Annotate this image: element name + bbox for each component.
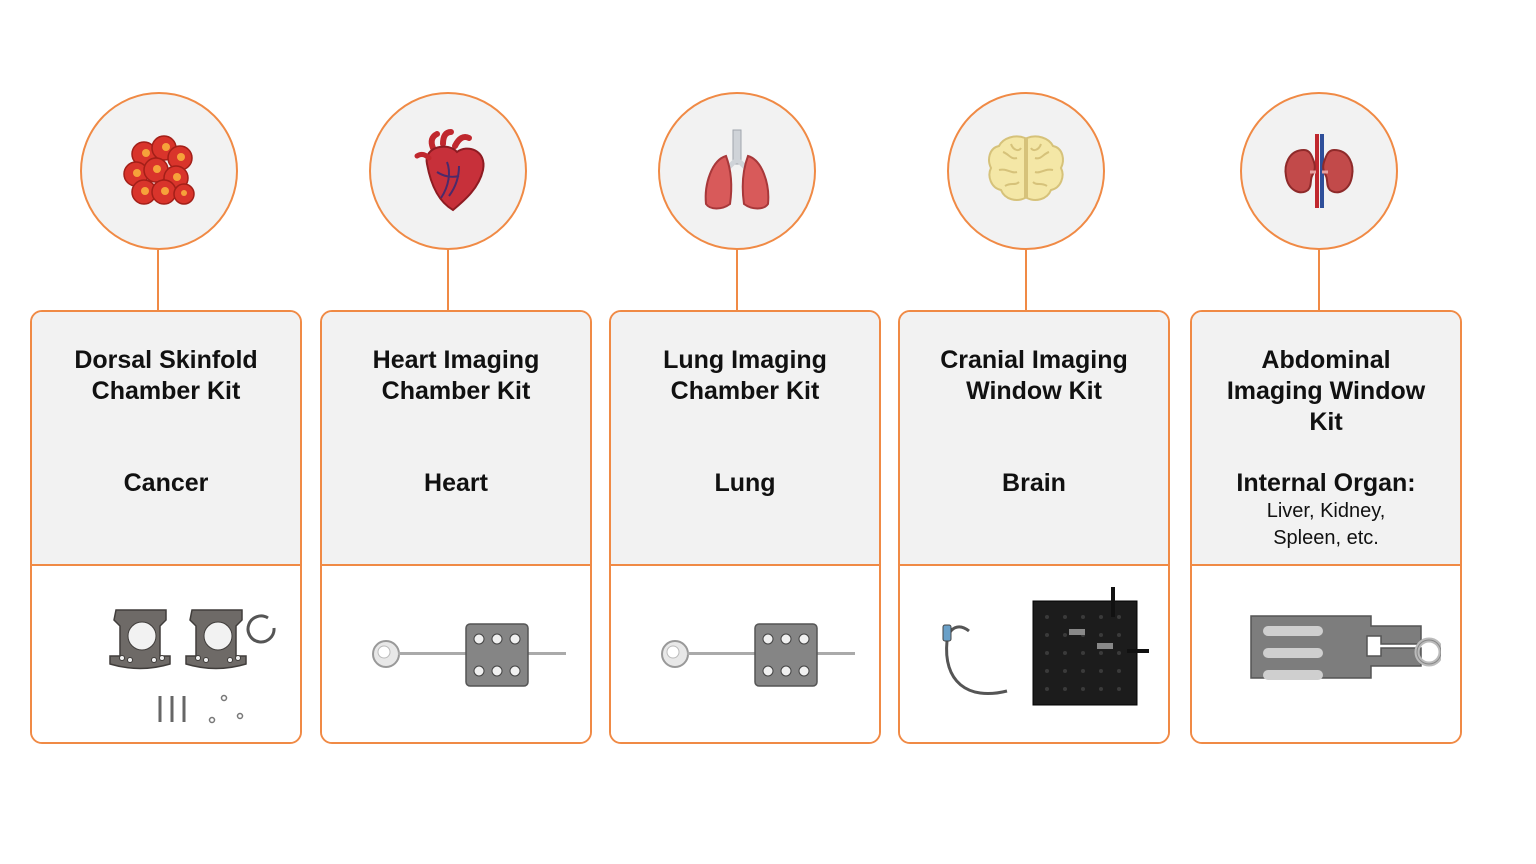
kit-info-panel: Dorsal Skinfold Chamber Kit Cancer	[32, 312, 300, 566]
abdominal-window-hardware-image	[1250, 615, 1441, 680]
kit-card-dorsal: Dorsal Skinfold Chamber Kit Cancer	[30, 310, 302, 744]
kit-category: Cancer	[123, 469, 209, 497]
kit-info-panel: Lung Imaging Chamber Kit Lung	[611, 312, 879, 566]
brain-icon	[988, 135, 1064, 201]
lungs-icon	[704, 129, 770, 210]
kit-product-image	[900, 566, 1168, 742]
kit-card-lung: Lung Imaging Chamber Kit Lung	[609, 310, 881, 744]
kit-name: Abdominal Imaging Window Kit	[1226, 346, 1426, 436]
kit-product-image	[32, 566, 300, 742]
heart-chamber-hardware-image	[372, 623, 566, 687]
kit-product-image	[611, 566, 879, 742]
connector-line	[447, 250, 449, 310]
heart-icon	[414, 129, 485, 212]
kit-name: Dorsal Skinfold Chamber Kit	[74, 346, 258, 405]
connector-line	[157, 250, 159, 310]
lung-chamber-hardware-image	[661, 623, 855, 687]
kit-name: Lung Imaging Chamber Kit	[663, 346, 827, 405]
kit-info-panel: Heart Imaging Chamber Kit Heart	[322, 312, 590, 566]
kit-subcategory: Liver, Kidney, Spleen, etc.	[1266, 500, 1386, 549]
organ-circle-heart	[369, 92, 527, 250]
organ-circle-dorsal	[80, 92, 238, 250]
kit-name: Heart Imaging Chamber Kit	[372, 346, 540, 405]
organ-circle-cranial	[947, 92, 1105, 250]
kit-category: Internal Organ:	[1236, 469, 1416, 497]
kit-product-image	[322, 566, 590, 742]
cranial-window-hardware-image	[942, 587, 1149, 706]
connector-line	[1025, 250, 1027, 310]
kit-card-cranial: Cranial Imaging Window Kit Brain	[898, 310, 1170, 744]
kit-card-heart: Heart Imaging Chamber Kit Heart	[320, 310, 592, 744]
connector-line	[1318, 250, 1320, 310]
kit-category: Lung	[714, 469, 776, 497]
kit-product-image	[1192, 566, 1460, 742]
organ-circle-abdominal	[1240, 92, 1398, 250]
kit-card-abdominal: Abdominal Imaging Window Kit Internal Or…	[1190, 310, 1462, 744]
tumor-cluster-icon	[123, 135, 195, 205]
connector-line	[736, 250, 738, 310]
kit-info-panel: Abdominal Imaging Window Kit Internal Or…	[1192, 312, 1460, 566]
kit-info-panel: Cranial Imaging Window Kit Brain	[900, 312, 1168, 566]
kit-category: Heart	[424, 469, 488, 497]
dorsal-chamber-hardware-image	[109, 609, 276, 724]
kit-name: Cranial Imaging Window Kit	[940, 346, 1128, 405]
organ-circle-lung	[658, 92, 816, 250]
kit-category: Brain	[1002, 469, 1066, 497]
kidneys-icon	[1284, 134, 1354, 208]
